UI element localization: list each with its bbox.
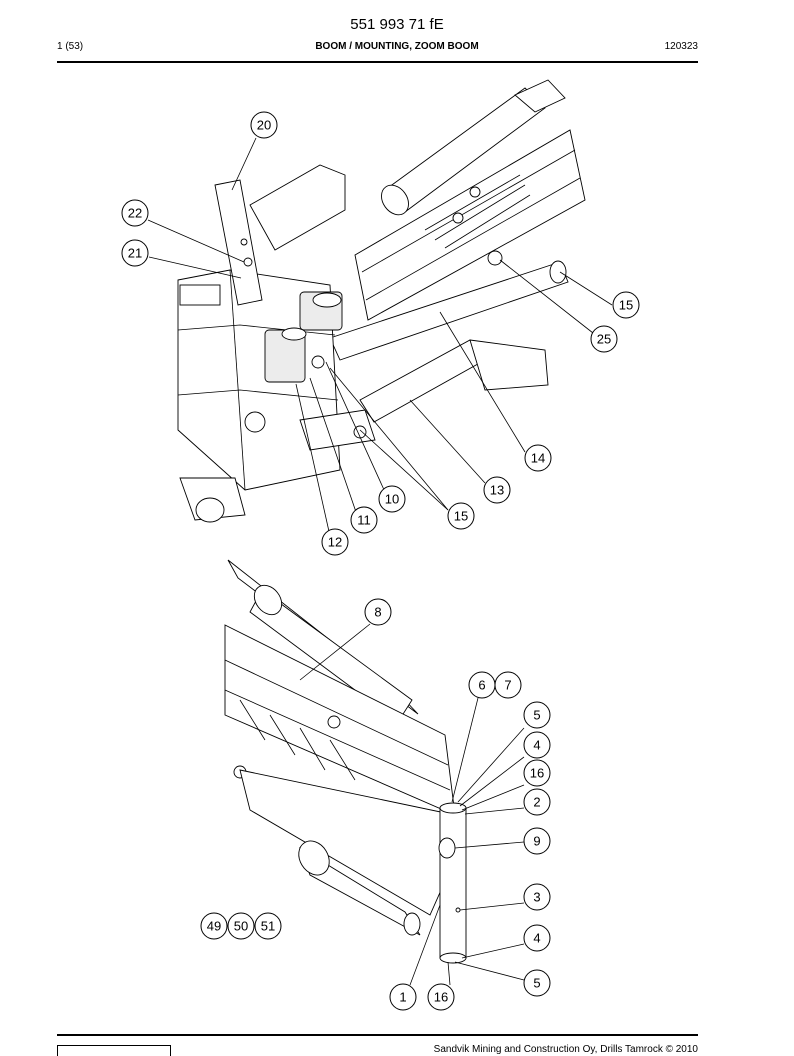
lower-leader-lines xyxy=(299,623,525,986)
callout-15: 15 xyxy=(447,502,475,530)
callout-5: 5 xyxy=(523,701,551,729)
callout-21: 21 xyxy=(121,239,149,267)
sandvik-logo xyxy=(57,1045,171,1056)
callout-4: 4 xyxy=(523,731,551,759)
header-rule xyxy=(57,61,698,63)
svg-text:1: 1 xyxy=(399,990,406,1005)
svg-text:5: 5 xyxy=(533,708,540,723)
footer-rule xyxy=(57,1034,698,1036)
callout-4: 4 xyxy=(523,924,551,952)
svg-text:3: 3 xyxy=(533,890,540,905)
svg-text:4: 4 xyxy=(533,738,540,753)
callout-50: 50 xyxy=(227,912,255,940)
svg-text:16: 16 xyxy=(434,990,448,1005)
svg-text:22: 22 xyxy=(128,206,142,221)
svg-text:13: 13 xyxy=(490,483,504,498)
svg-text:15: 15 xyxy=(619,298,633,313)
svg-text:21: 21 xyxy=(128,246,142,261)
svg-text:49: 49 xyxy=(207,919,221,934)
callout-3: 3 xyxy=(523,883,551,911)
callout-13: 13 xyxy=(483,476,511,504)
document-number: 551 993 71 fE xyxy=(350,16,444,33)
svg-text:4: 4 xyxy=(533,931,540,946)
svg-text:25: 25 xyxy=(597,332,611,347)
callout-51: 51 xyxy=(254,912,282,940)
callout-10: 10 xyxy=(378,485,406,513)
callout-20: 20 xyxy=(250,111,278,139)
callout-1: 1 xyxy=(389,983,417,1011)
callout-49: 49 xyxy=(200,912,228,940)
callout-16: 16 xyxy=(427,983,455,1011)
callout-8: 8 xyxy=(364,598,392,626)
callout-15: 15 xyxy=(612,291,640,319)
svg-text:10: 10 xyxy=(385,492,399,507)
callout-2: 2 xyxy=(523,788,551,816)
page-number: 1 (53) xyxy=(57,41,84,52)
svg-text:5: 5 xyxy=(533,976,540,991)
svg-text:50: 50 xyxy=(234,919,248,934)
callout-9: 9 xyxy=(523,827,551,855)
svg-text:7: 7 xyxy=(504,678,511,693)
callout-5: 5 xyxy=(523,969,551,997)
svg-text:2: 2 xyxy=(533,795,540,810)
svg-text:12: 12 xyxy=(328,535,342,550)
lower-boom-assembly xyxy=(224,559,467,964)
svg-text:11: 11 xyxy=(357,513,371,528)
svg-text:9: 9 xyxy=(533,834,540,849)
callout-14: 14 xyxy=(524,444,552,472)
callout-7: 7 xyxy=(494,671,522,699)
svg-text:15: 15 xyxy=(454,509,468,524)
page-title: BOOM / MOUNTING, ZOOM BOOM xyxy=(315,41,479,52)
callout-25: 25 xyxy=(590,325,618,353)
callout-16: 16 xyxy=(523,759,551,787)
svg-text:51: 51 xyxy=(261,919,275,934)
svg-text:16: 16 xyxy=(530,766,544,781)
svg-text:6: 6 xyxy=(478,678,485,693)
svg-text:20: 20 xyxy=(257,118,271,133)
svg-text:14: 14 xyxy=(531,451,545,466)
callout-12: 12 xyxy=(321,528,349,556)
upper-leader-lines xyxy=(147,137,613,537)
upper-boom-assembly xyxy=(177,79,586,523)
date-code: 120323 xyxy=(664,41,698,52)
callout-6: 6 xyxy=(468,671,496,699)
svg-text:8: 8 xyxy=(374,605,381,620)
callout-11: 11 xyxy=(350,506,378,534)
callout-22: 22 xyxy=(121,199,149,227)
copyright-text: Sandvik Mining and Construction Oy, Dril… xyxy=(433,1044,698,1055)
